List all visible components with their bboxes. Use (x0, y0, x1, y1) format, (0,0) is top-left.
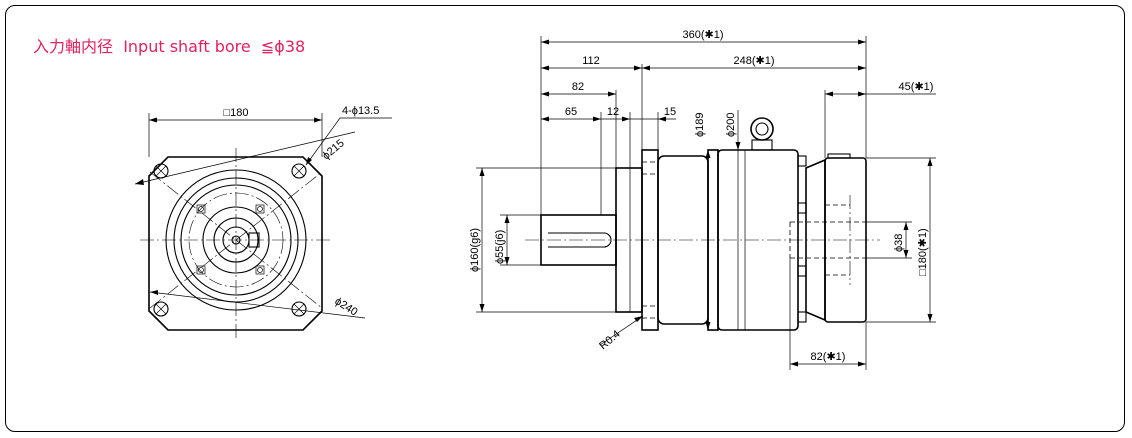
eyebolt-base (751, 139, 773, 151)
dim-82: 82 (572, 81, 584, 93)
side-view: 360(✱1) 112 248(✱1) 82 65 12 15 45(✱1 (469, 29, 936, 370)
drawing-frame (5, 5, 1125, 432)
dim-38: ϕ38 (893, 234, 905, 252)
dim-45: 45(✱1) (899, 81, 934, 93)
drawing-title: 入力軸内径 Input shaft bore ≦ϕ38 (33, 33, 305, 57)
dim-160: ϕ160(g6) (469, 228, 481, 272)
shaft-key (548, 232, 612, 248)
dim-248: 248(✱1) (733, 55, 774, 67)
dim-total-360: 360(✱1) (682, 29, 723, 41)
dim-holes: 4-ϕ13.5 (342, 105, 379, 117)
dim-112: 112 (582, 55, 600, 67)
tapped-holes (196, 204, 265, 275)
dim-65: 65 (565, 106, 577, 118)
title-suffix: ≦ϕ38 (260, 37, 306, 56)
title-jp: 入力軸内径 (33, 37, 114, 56)
title-en: Input shaft bore (123, 37, 251, 56)
dim-82-bottom: 82(✱1) (811, 351, 846, 363)
dim-180-square: □180(✱1) (917, 228, 929, 276)
dim-15: 15 (664, 106, 676, 118)
dim-r04: R0.4 (597, 328, 623, 352)
front-diagonal-2 (149, 171, 323, 309)
dim-square-180: □180 (224, 107, 249, 119)
eyebolt-ring (750, 117, 774, 141)
flange-square (148, 156, 323, 331)
dim-55: ϕ55(j6) (494, 230, 506, 264)
front-diagonal-1 (149, 171, 323, 309)
dim-189: ϕ189 (694, 112, 706, 137)
dim-200: ϕ200 (725, 112, 737, 137)
front-view: □180 4-ϕ13.5 ϕ215 ϕ240 (134, 105, 392, 340)
dim-12: 12 (607, 106, 619, 118)
dim-pcd-240: ϕ240 (332, 295, 359, 318)
dim-pcd-215: ϕ215 (320, 137, 346, 162)
housing-bolts (797, 155, 807, 323)
